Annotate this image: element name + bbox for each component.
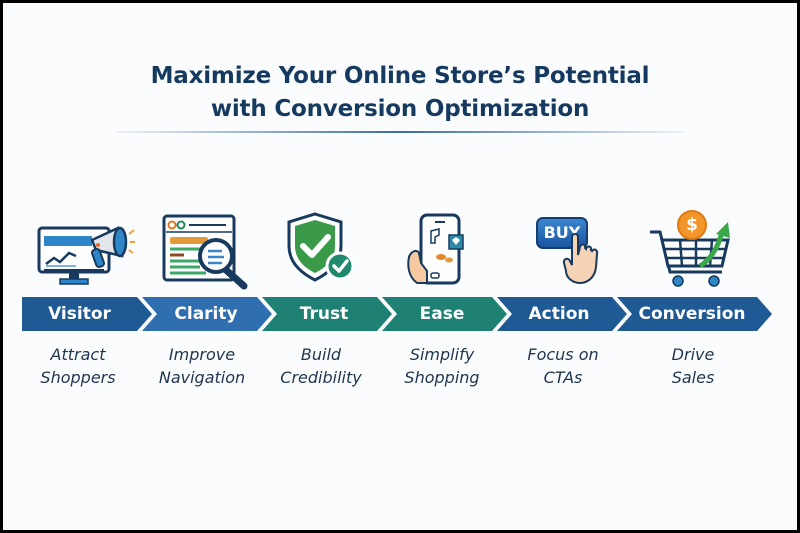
desc-line: Drive bbox=[671, 345, 715, 364]
desc-line: Shoppers bbox=[40, 368, 116, 387]
step-desc-visitor: Attract Shoppers bbox=[13, 343, 143, 389]
webpage-magnifier-icon bbox=[162, 214, 248, 290]
chevron-action bbox=[497, 297, 627, 331]
step-desc-trust: Build Credibility bbox=[256, 343, 386, 389]
step-label-ease: Ease bbox=[419, 304, 465, 324]
process-chevron-bar bbox=[22, 297, 772, 331]
pointing-hand-icon bbox=[562, 233, 599, 285]
title-line-1: Maximize Your Online Store’s Potential bbox=[150, 63, 650, 89]
desc-line: Simplify bbox=[409, 345, 475, 364]
hand-smartphone-icon bbox=[407, 213, 464, 285]
step-label-action: Action bbox=[528, 304, 590, 324]
desc-line: Attract bbox=[50, 345, 106, 364]
step-label-conversion: Conversion bbox=[638, 304, 746, 324]
monitor-megaphone-icon bbox=[37, 226, 135, 285]
step-label-trust: Trust bbox=[299, 304, 349, 324]
cart-dollar-growth-icon: $ bbox=[648, 210, 738, 290]
chevron-visitor bbox=[22, 297, 152, 331]
step-desc-ease: Simplify Shopping bbox=[377, 343, 507, 389]
page-title: Maximize Your Online Store’s Potential w… bbox=[0, 60, 800, 126]
desc-line: Navigation bbox=[158, 368, 246, 387]
desc-line: Focus on bbox=[527, 345, 599, 364]
step-label-clarity: Clarity bbox=[174, 304, 238, 324]
step-desc-clarity: Improve Navigation bbox=[137, 343, 267, 389]
desc-line: Improve bbox=[168, 345, 236, 364]
title-divider bbox=[115, 131, 685, 133]
desc-line: Credibility bbox=[280, 368, 362, 387]
step-desc-action: Focus on CTAs bbox=[498, 343, 628, 389]
infographic-frame bbox=[3, 3, 797, 530]
chevron-trust bbox=[262, 297, 392, 331]
step-desc-conversion: Drive Sales bbox=[628, 343, 758, 389]
step-label-visitor: Visitor bbox=[48, 304, 111, 324]
buy-button-click-icon: BUY bbox=[528, 215, 608, 287]
chevron-conversion bbox=[617, 297, 772, 331]
desc-line: Sales bbox=[671, 368, 715, 387]
desc-line: CTAs bbox=[543, 368, 583, 387]
chevron-ease bbox=[382, 297, 507, 331]
desc-line: Shopping bbox=[404, 368, 480, 387]
shopping-cart-icon bbox=[650, 222, 730, 287]
desc-line: Build bbox=[300, 345, 342, 364]
chevron-clarity bbox=[142, 297, 272, 331]
shield-check-icon bbox=[287, 212, 355, 282]
title-line-2: with Conversion Optimization bbox=[210, 96, 590, 122]
dollar-coin-icon: $ bbox=[677, 210, 707, 240]
